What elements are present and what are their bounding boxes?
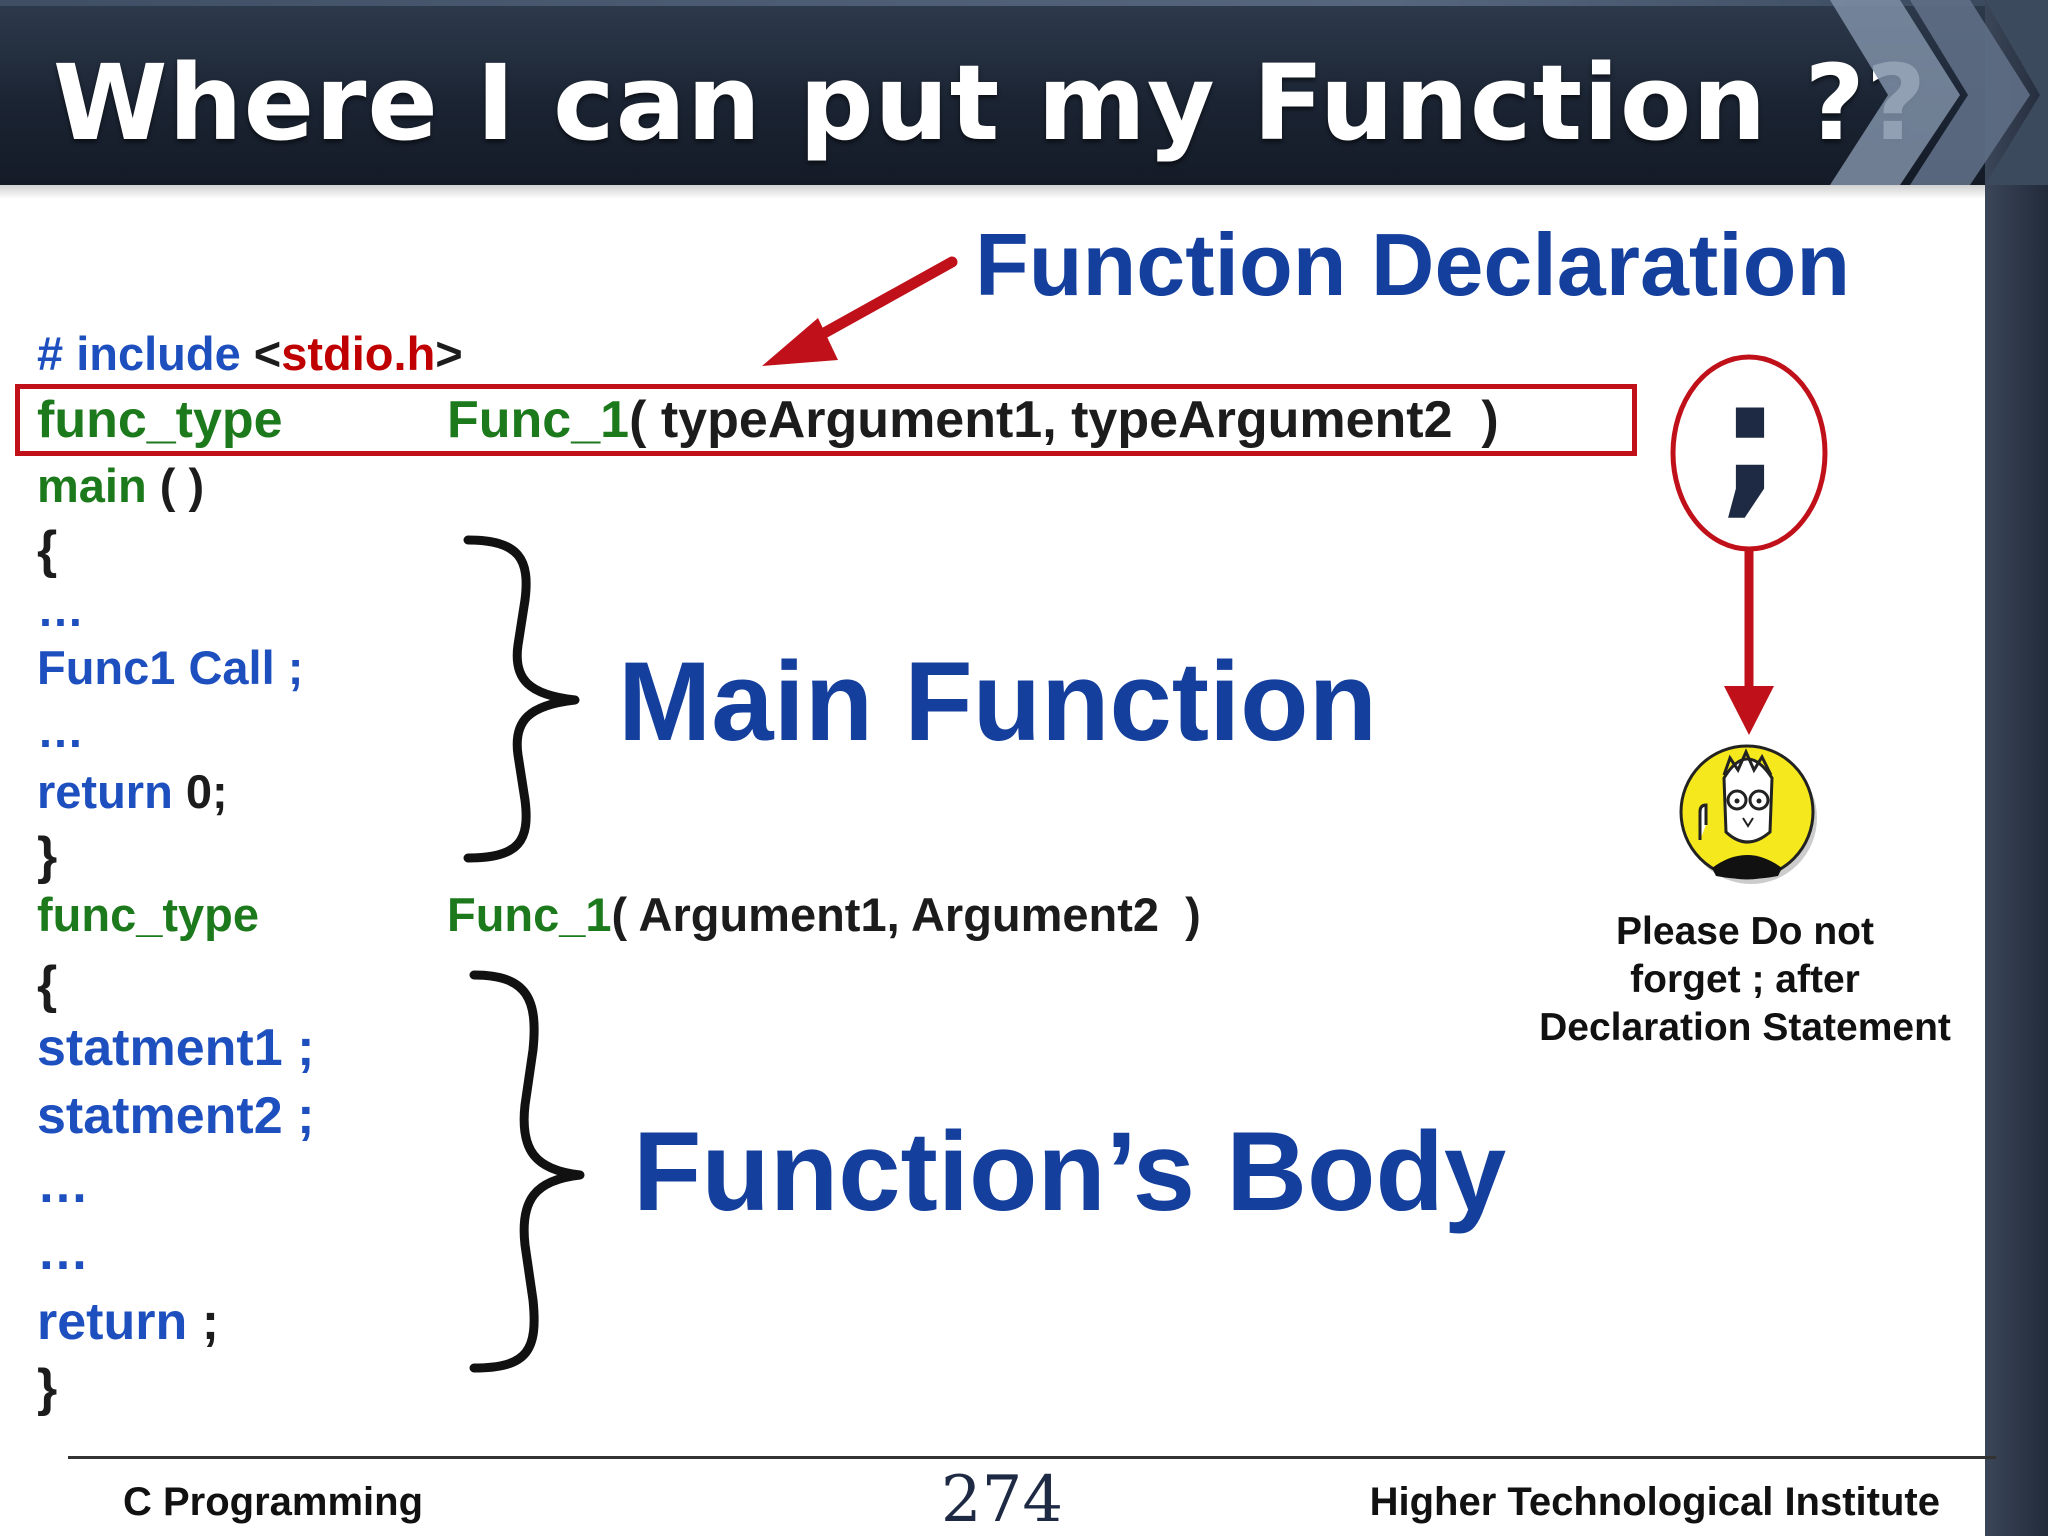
main-parens: ( ) [146,459,205,512]
footer-institute: Higher Technological Institute [1369,1480,1940,1524]
def-return-type: func_type [37,888,259,941]
page-number: 274 [940,1463,1064,1537]
title-shine [0,0,1985,6]
semicolon-symbol: ; [1718,346,1782,533]
main-return-line: return 0; [37,764,228,820]
footer-course: C Programming [123,1480,424,1524]
def-function-name: Func_1 [447,888,612,941]
function-body-label: Function’s Body [633,1109,1507,1234]
decl-return-type: func_type [37,391,283,449]
main-function-label: Main Function [618,639,1378,764]
function-declaration-label: Function Declaration [975,215,1851,314]
reminder-note: Please Do not forget ; after Declaration… [1500,908,1990,1052]
decl-signature: Func_1( typeArgument1, typeArgument2 ) [447,390,1499,450]
declaration-highlight-box [15,384,1637,456]
body-return-keyword: return [37,1293,188,1351]
note-line-3: Declaration Statement [1539,1006,1951,1049]
note-line-2: forget ; after [1630,958,1860,1001]
declaration-arrow-icon [762,256,958,366]
statement-1: statment1 ; [37,1019,315,1077]
title-shadow [0,185,1985,199]
include-header: stdio.h [281,327,436,380]
statement-2: statment2 ; [37,1087,315,1145]
main-open-brace: { [37,521,58,579]
return-value: 0; [172,765,228,818]
main-ellipsis-2: … [37,704,84,757]
body-return-semicolon: ; [187,1293,220,1351]
body-close-brace: } [37,1359,58,1417]
def-arguments: ( Argument1, Argument2 ) [611,888,1201,941]
main-name: main [37,459,147,512]
decl-function-name: Func_1 [447,391,630,449]
main-line: main ( ) [37,458,204,514]
body-ellipsis-1: … [37,1156,89,1214]
include-gt: > [435,327,463,380]
slide-title: Where I can put my Function ?? [52,42,1928,164]
include-directive: # include [37,327,241,380]
include-line: # include <stdio.h> [37,326,463,382]
body-brace-icon [469,970,585,1373]
right-decorative-band [1985,0,2048,1536]
for-dummies-character-icon [1679,744,1817,884]
main-close-brace: } [37,827,58,885]
body-return-line: return ; [37,1292,219,1352]
return-keyword: return [37,765,173,818]
func-call-line: Func1 Call ; [37,641,304,694]
def-signature: Func_1( Argument1, Argument2 ) [447,887,1201,943]
footer-divider [68,1456,1996,1459]
body-ellipsis-2: … [37,1223,89,1281]
chevron-arrows-icon [1830,0,2048,185]
title-bar: Where I can put my Function ?? [0,0,1985,185]
semicolon-circle [1670,354,1828,552]
down-arrow-icon [1724,549,1774,735]
decl-arguments: ( typeArgument1, typeArgument2 ) [629,391,1499,449]
main-ellipsis-1: … [37,583,84,636]
body-open-brace: { [37,956,58,1014]
note-line-1: Please Do not [1616,910,1874,953]
include-lt: < [253,327,282,380]
main-brace-icon [463,535,580,863]
